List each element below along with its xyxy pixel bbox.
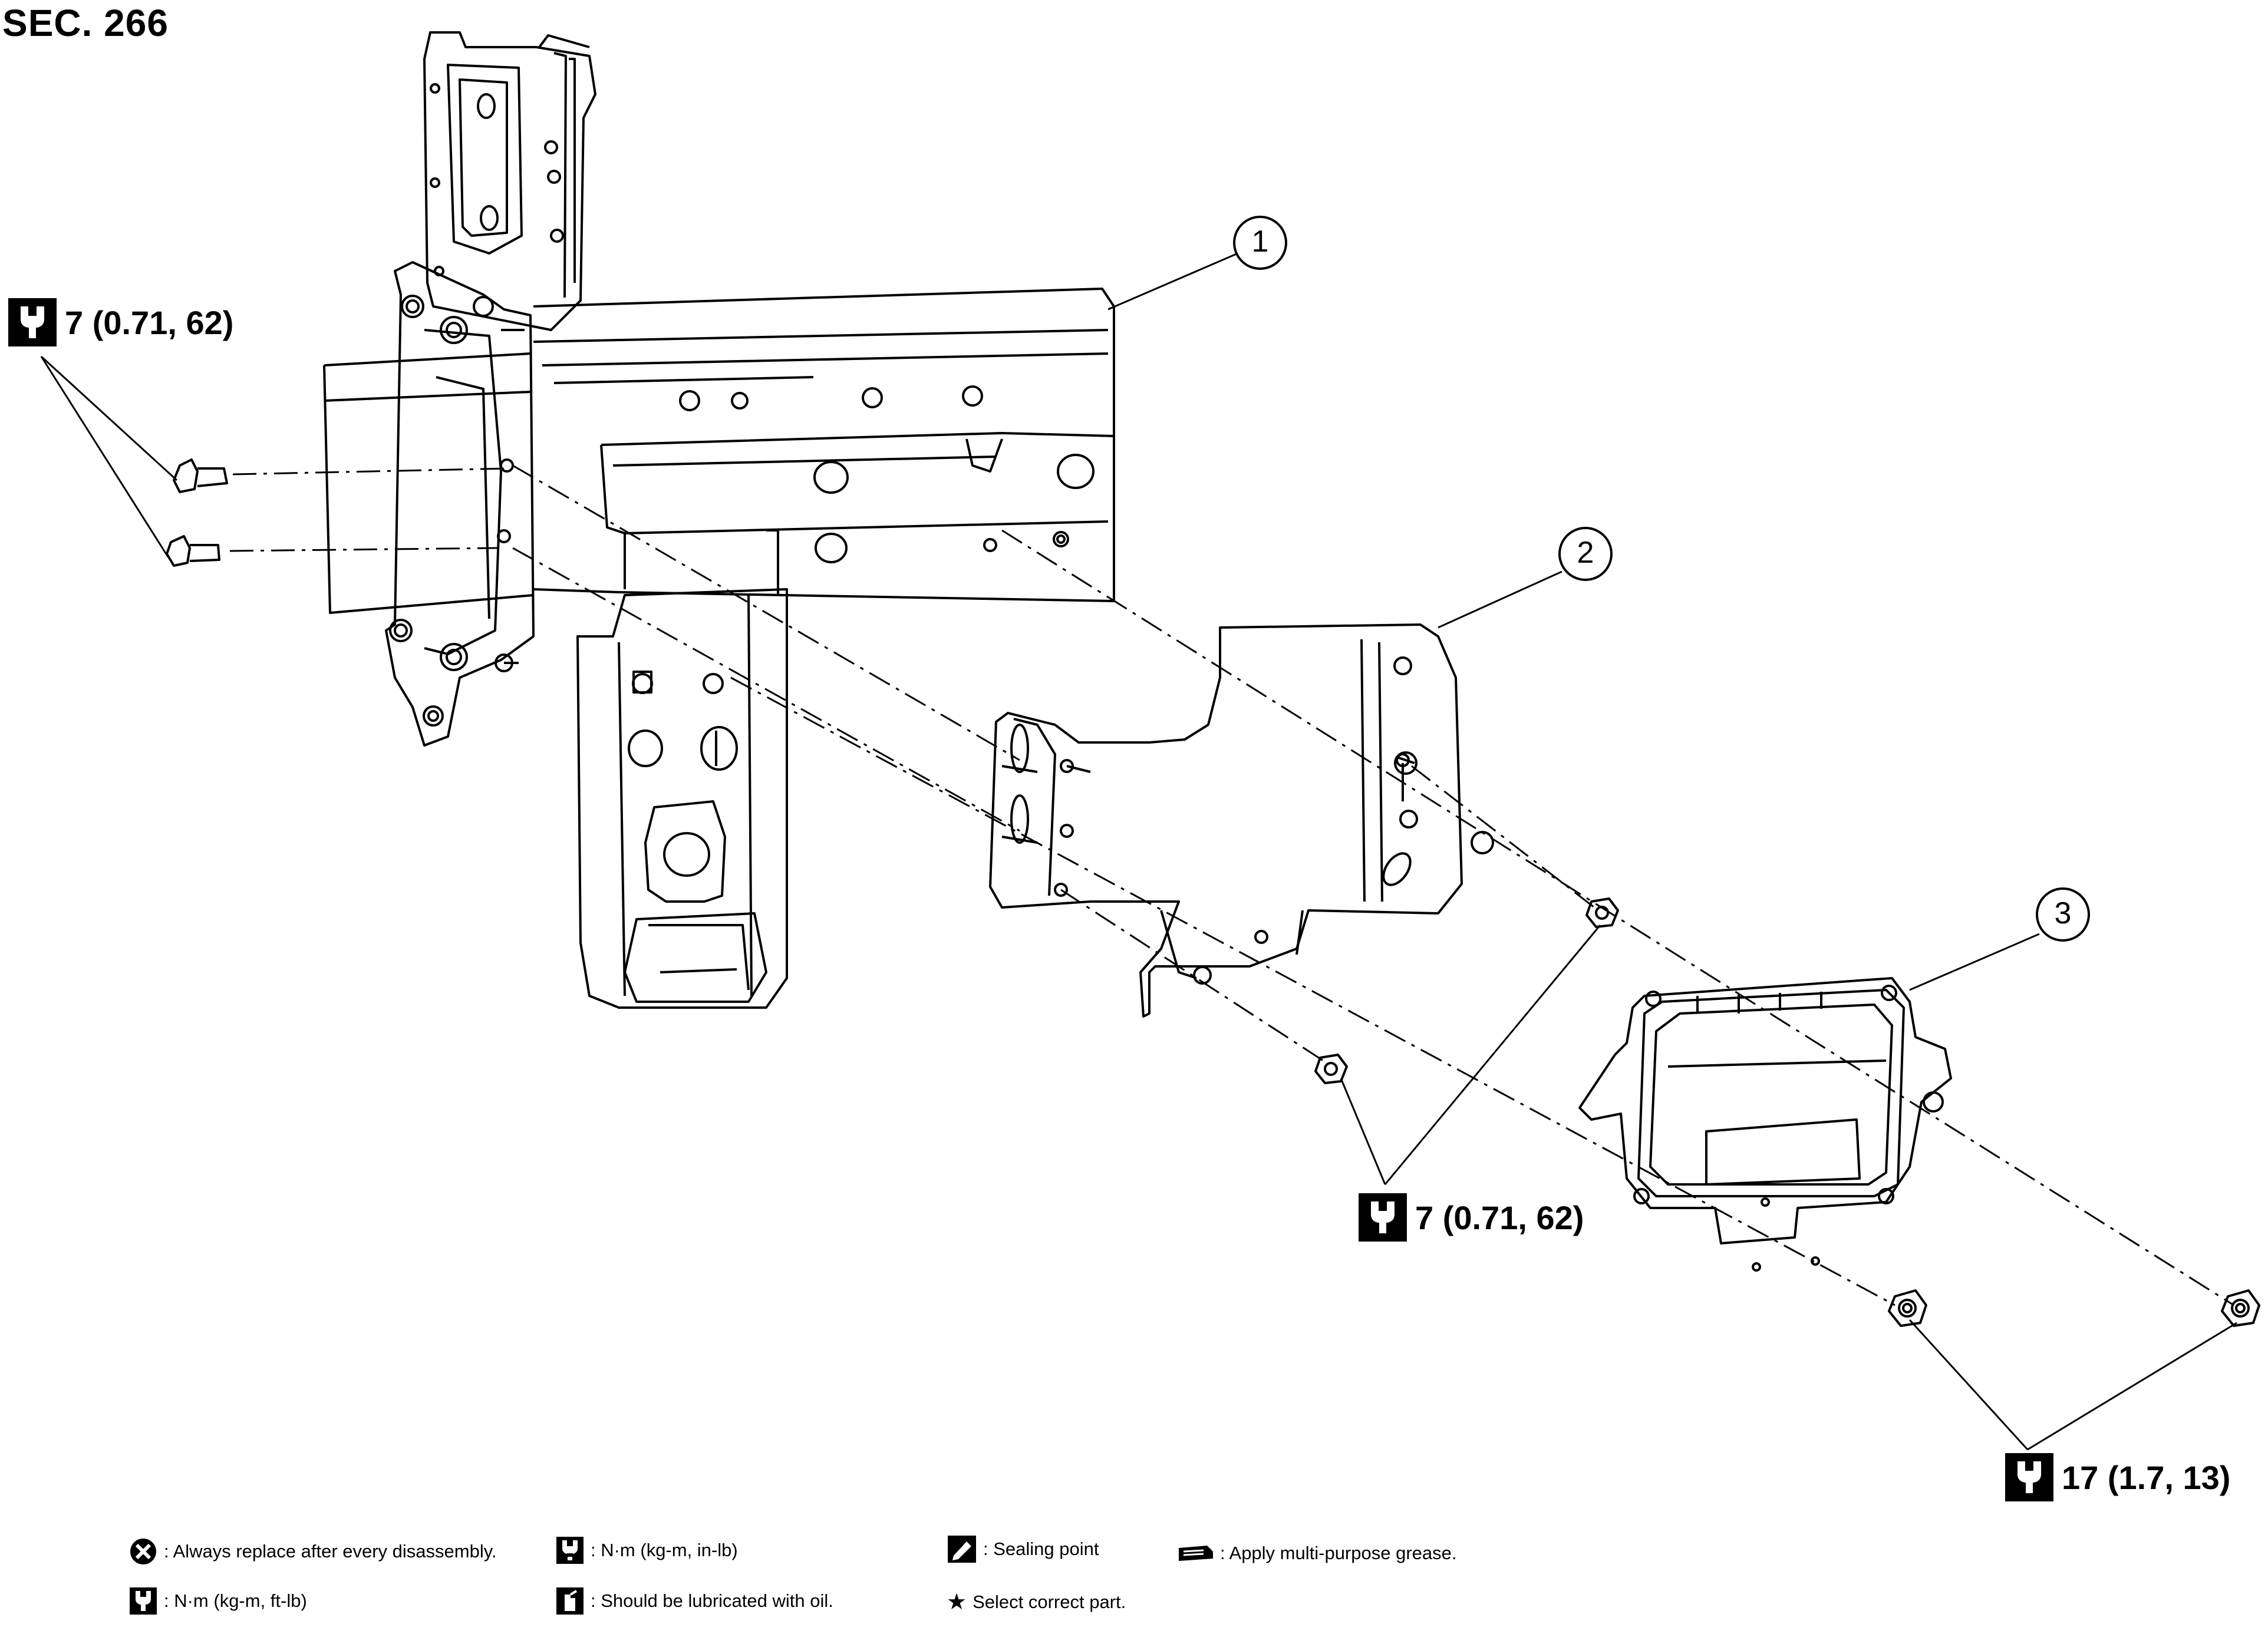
torque-label-2: 7 (0.71, 62): [1359, 1193, 1584, 1242]
callout-1: [1233, 216, 1287, 270]
legend-replace: : Always replace after every disassembly…: [128, 1537, 497, 1566]
legend-nm-ftlb: : N·m (kg-m, ft-lb): [128, 1586, 307, 1616]
torque-value-2: 7 (0.71, 62): [1415, 1199, 1584, 1236]
legend-sealing: : Sealing point: [947, 1534, 1099, 1564]
torque-value-1: 7 (0.71, 62): [65, 303, 234, 341]
torque-value-3: 17 (1.7, 13): [2062, 1458, 2231, 1496]
cross-member: [323, 288, 1115, 614]
section-title: SEC. 266: [2, 2, 169, 44]
ecu-bracket: [989, 623, 1494, 1018]
callout-3-label: 3: [2054, 896, 2072, 930]
legend-oil-text: : Should be lubricated with oil.: [591, 1590, 833, 1611]
wrench-icon: [8, 298, 57, 346]
callout-2-label: 2: [1577, 536, 1594, 570]
wrench-icon: [130, 1587, 157, 1615]
nut-m1: [1888, 1289, 1927, 1327]
oil-icon: [556, 1587, 584, 1615]
legend-nm-ftlb-text: : N·m (kg-m, ft-lb): [164, 1590, 307, 1611]
legend-grease: : Apply multi-purpose grease.: [1178, 1543, 1457, 1564]
upper-pillar: [423, 31, 596, 331]
callout-3: [2036, 887, 2090, 942]
control-module: [1578, 977, 1952, 1272]
wrench-icon: [556, 1537, 584, 1564]
vertical-support: [576, 529, 788, 1009]
legend-replace-text: : Always replace after every disassembly…: [164, 1541, 497, 1562]
torque-label-3: 17 (1.7, 13): [2005, 1453, 2230, 1501]
callout-1-label: 1: [1251, 225, 1269, 259]
bolt-lower-left: [166, 535, 220, 567]
nut-m2: [2221, 1289, 2260, 1327]
legend-sealing-text: : Sealing point: [983, 1539, 1099, 1559]
sealing-icon: [948, 1536, 976, 1563]
wrench-icon: [1359, 1193, 1407, 1242]
legend-nm-inlb-text: : N·m (kg-m, in-lb): [591, 1540, 738, 1560]
grease-icon: [1179, 1546, 1213, 1561]
nut-center: [1314, 1054, 1348, 1084]
legend-oil: : Should be lubricated with oil.: [555, 1586, 833, 1616]
legend-nm-inlb: : N·m (kg-m, in-lb): [555, 1536, 738, 1565]
legend-grease-text: : Apply multi-purpose grease.: [1220, 1543, 1457, 1563]
star-icon: ★: [947, 1590, 967, 1615]
torque-label-1: 7 (0.71, 62): [8, 298, 233, 346]
left-bracket: [385, 261, 535, 747]
legend-select: ★ Select correct part.: [947, 1589, 1126, 1615]
wrench-icon: [2005, 1453, 2053, 1501]
alignment-lines: [229, 464, 2234, 1306]
nut-right: [1585, 897, 1619, 928]
leader-lines: [40, 252, 2237, 1451]
bolt-upper-left: [173, 458, 228, 493]
legend-select-text: Select correct part.: [973, 1591, 1126, 1612]
callout-2: [1558, 527, 1613, 581]
replace-icon: [130, 1539, 156, 1564]
